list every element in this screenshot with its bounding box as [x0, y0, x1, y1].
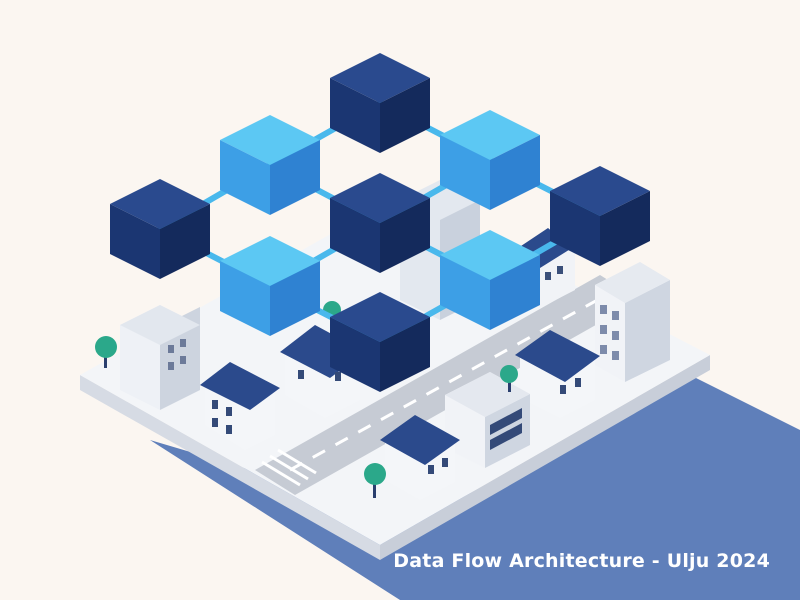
tree-road — [500, 365, 518, 392]
house-left — [200, 362, 280, 450]
tree-left — [95, 336, 117, 368]
house-front — [380, 415, 460, 500]
node-cube-lower-left — [220, 236, 320, 336]
node-cube-bottom-center — [330, 292, 430, 392]
node-cube-left — [110, 179, 210, 279]
node-cube-right — [550, 166, 650, 266]
road — [255, 275, 640, 495]
caption: Data Flow Architecture - Ulju 2024 — [393, 550, 770, 572]
office-tower-right — [595, 262, 670, 382]
crosswalk — [261, 448, 317, 487]
node-cube-center — [330, 173, 430, 273]
network-nodes — [110, 53, 650, 392]
ground-shadow — [150, 375, 800, 600]
node-cube-upper-left — [220, 115, 320, 215]
node-cube-lower-right — [440, 230, 540, 330]
building-left — [120, 305, 200, 410]
node-cube-upper-right — [440, 110, 540, 210]
node-cube-top-center — [330, 53, 430, 153]
tree-front — [364, 463, 386, 498]
house-right-front — [515, 330, 600, 418]
